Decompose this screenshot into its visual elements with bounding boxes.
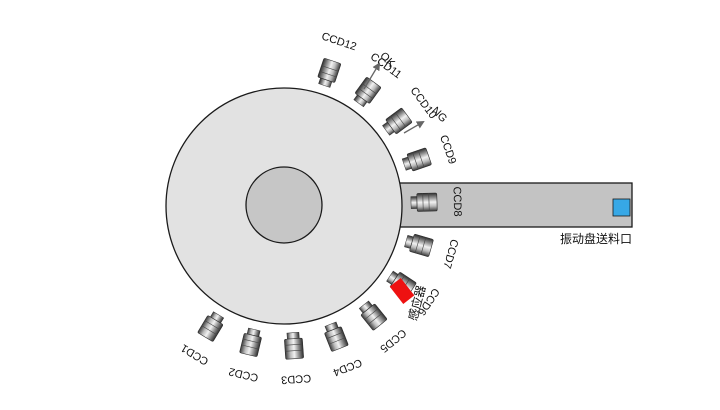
camera-label-12: CCD12 <box>320 30 358 53</box>
camera-label-3: CCD3 <box>281 372 312 386</box>
camera-lens-tip <box>411 196 417 208</box>
camera-7 <box>404 232 434 256</box>
feed-part <box>613 199 630 216</box>
camera-10 <box>381 108 413 138</box>
camera-12 <box>316 58 341 88</box>
camera-3 <box>284 332 304 359</box>
camera-label-7: CCD7 <box>440 238 460 270</box>
camera-label-9: CCD9 <box>437 134 458 166</box>
camera-9 <box>401 148 431 173</box>
camera-body <box>417 193 437 212</box>
camera-label-8: CCD8 <box>451 186 464 216</box>
camera-4 <box>322 321 348 352</box>
camera-label-5: CCD5 <box>377 326 408 354</box>
camera-label-2: CCD2 <box>228 365 260 384</box>
camera-11 <box>351 77 381 109</box>
camera-label-1: CCD1 <box>179 341 211 367</box>
camera-lens-tip <box>287 332 299 339</box>
camera-body <box>284 338 303 359</box>
camera-label-4: CCD4 <box>331 356 363 378</box>
center-hub <box>246 167 322 243</box>
camera-1 <box>197 310 226 342</box>
camera-5 <box>357 299 387 331</box>
feeder-label: 振动盘送料口 <box>560 231 632 246</box>
camera-2 <box>240 327 264 356</box>
